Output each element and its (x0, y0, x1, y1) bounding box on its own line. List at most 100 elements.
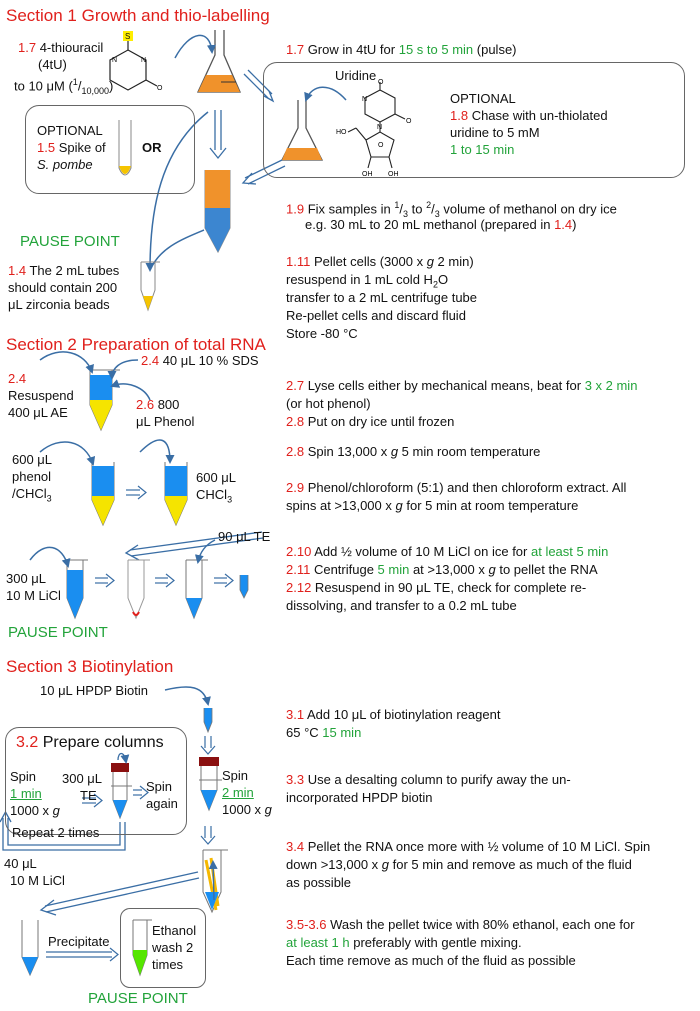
empty-pellet-tube (127, 559, 150, 620)
svg-text:S: S (125, 32, 130, 41)
precipitate-label: Precipitate (48, 934, 110, 949)
step-3-5-wash: 3.5-3.6 Wash the pellet twice with 80% e… (286, 917, 635, 932)
arrow-to-pellet-tube (200, 826, 216, 845)
section-1-title: Section 1 Growth and thio-labelling (6, 6, 270, 25)
arrow-te (194, 539, 216, 564)
column-spin-time: 2 min (222, 785, 254, 800)
step-1-9-fix: 1.9 Fix samples in 1/3 to 2/3 volume of … (286, 200, 617, 219)
spike-optional-box (25, 105, 195, 194)
arrow-flask-to-tube (145, 111, 209, 272)
pellet-transfer: transfer to a 2 mL centrifuge tube (286, 290, 478, 305)
fix-example: e.g. 30 mL to 20 mL methanol (prepared i… (305, 217, 577, 232)
licl-tube (66, 559, 88, 620)
phenol-chcl3-phenol: phenol (12, 469, 52, 484)
licl-3-volume: 40 μL (4, 856, 37, 871)
uridine-structure (347, 82, 406, 169)
desalt-line-2: incorporated HPDP biotin (286, 790, 433, 805)
arrow-pellet-to-resuspend (155, 573, 175, 588)
te-volume-label: 90 μL TE (218, 529, 271, 544)
phenol-label: μL Phenol (136, 414, 195, 429)
resuspend-volume: 400 μL AE (8, 405, 68, 420)
step-2-7-lyse: 2.7 Lyse cells either by mechanical mean… (286, 378, 638, 393)
prep-te-volume: 300 μL (62, 771, 103, 786)
svg-text:OH: OH (362, 171, 373, 178)
step-2-4-label: 2.4 (8, 371, 27, 386)
prep-te-label: TE (80, 788, 97, 803)
uridine-label: Uridine (335, 68, 377, 83)
thiouracil-structure (109, 40, 158, 91)
arrow-resuspend (39, 351, 94, 374)
arrow-4tu-to-flask (174, 34, 216, 59)
pellet-store: Store -80 °C (286, 326, 358, 341)
arrow-licl (29, 546, 71, 568)
step-1-7-grow: 1.7 Grow in 4tU for 15 s to 5 min (pulse… (286, 42, 517, 57)
arrow-column-to-spin-again (133, 785, 149, 800)
arrow-spin-to-column (82, 793, 103, 808)
pause-point-2: PAUSE POINT (8, 624, 108, 641)
lysis-tube (89, 369, 120, 432)
hpdp-biotin-label: 10 μL HPDP Biotin (40, 683, 148, 698)
prep-spin-again-1: Spin (146, 779, 173, 794)
step-2-8-spin: 2.8 Spin 13,000 x g 5 min room temperatu… (286, 444, 541, 459)
step-1-11-pellet: 1.11 Pellet cells (3000 x g 2 min) (286, 254, 474, 269)
optional-label-chase: OPTIONAL (450, 91, 516, 106)
licl-3-label: 10 M LiCl (10, 873, 65, 888)
arrow-precipitate (46, 947, 119, 962)
step-3-3-desalt: 3.3 Use a desalting column to purify awa… (286, 772, 571, 787)
step-2-11-centrifuge: 2.11 Centrifuge 5 min at >13,000 x g to … (286, 562, 598, 577)
culture-flask (196, 30, 241, 93)
phenol-chcl3-volume: 600 μL (12, 452, 53, 467)
wash-remove-fluid: Each time remove as much of the fluid as… (286, 953, 576, 968)
thiouracil-abbrev: (4tU) (38, 57, 67, 72)
repeat-label: Repeat 2 times (12, 825, 100, 840)
pellet-repellet: Re-pellet cells and discard fluid (286, 308, 466, 323)
uridine-chase-box (263, 62, 685, 178)
biotin-incubation: 65 °C 15 min (286, 725, 362, 740)
svg-text:O: O (378, 79, 384, 86)
licl-volume: 300 μL (6, 571, 47, 586)
chcl3-volume: 600 μL (196, 470, 237, 485)
phenol-tube (91, 462, 115, 527)
arrow-uridine-to-flask (304, 86, 347, 102)
or-label: OR (142, 140, 162, 155)
ethanol-wash-box (120, 908, 206, 988)
step-2-4-sds: 2.4 40 μL 10 % SDS (141, 353, 259, 368)
prep-spin-again-2: again (146, 796, 178, 811)
resuspend-transfer: dissolving, and transfer to a 0.2 mL tub… (286, 598, 517, 613)
resuspend-label: Resuspend (8, 388, 74, 403)
pellet-spin: down >13,000 x g for 5 min and remove as… (286, 857, 632, 872)
phenol-chcl3-chcl3: /CHCl3 (12, 486, 52, 504)
tubes-line-2: should contain 200 (8, 280, 118, 295)
svg-text:N: N (112, 57, 117, 64)
step-2-10-licl: 2.10 Add ½ volume of 10 M LiCl on ice fo… (286, 544, 609, 559)
licl-tube-3 (21, 920, 39, 977)
prep-spin-time: 1 min (10, 786, 42, 801)
prep-spin-speed: 1000 x g (10, 803, 60, 818)
double-arrow-to-licl (124, 531, 264, 561)
svg-text:O: O (378, 142, 384, 149)
arrow-te-to-column (117, 752, 130, 764)
arrow-to-small-tube (214, 573, 234, 588)
prep-spin-label: Spin (10, 769, 37, 784)
step-3-4-pellet: 3.4 Pellet the RNA once more with ½ volu… (286, 839, 651, 854)
ethanol-label-1: Ethanol (152, 923, 197, 938)
step-3-2-prepare-columns: 3.2 Prepare columns (16, 734, 164, 751)
pause-point-3: PAUSE POINT (88, 990, 188, 1007)
pause-point-1: PAUSE POINT (20, 233, 120, 250)
arrow-to-column (200, 736, 216, 755)
step-2-9-extract: 2.9 Phenol/chloroform (5:1) and then chl… (286, 480, 627, 495)
extract-spins: spins at >13,000 x g for 5 min at room t… (286, 498, 579, 513)
column-spin-speed: 1000 x g (222, 802, 272, 817)
ethanol-label-3: times (152, 957, 184, 972)
arrow-phenol (110, 379, 151, 401)
column-prep-tube (111, 763, 132, 820)
licl-label: 10 M LiCl (6, 588, 61, 603)
pellet-line-3: as possible (286, 875, 352, 890)
step-2-8-ice: 2.8 Put on dry ice until frozen (286, 414, 455, 429)
step-1-4-tubes: 1.4 The 2 mL tubes (8, 263, 120, 278)
section-2-title: Section 2 Preparation of total RNA (6, 335, 266, 354)
spike-organism: S. pombe (37, 157, 93, 172)
chase-concentration: uridine to 5 mM (450, 125, 540, 140)
ethanol-label-2: wash 2 (152, 940, 194, 955)
